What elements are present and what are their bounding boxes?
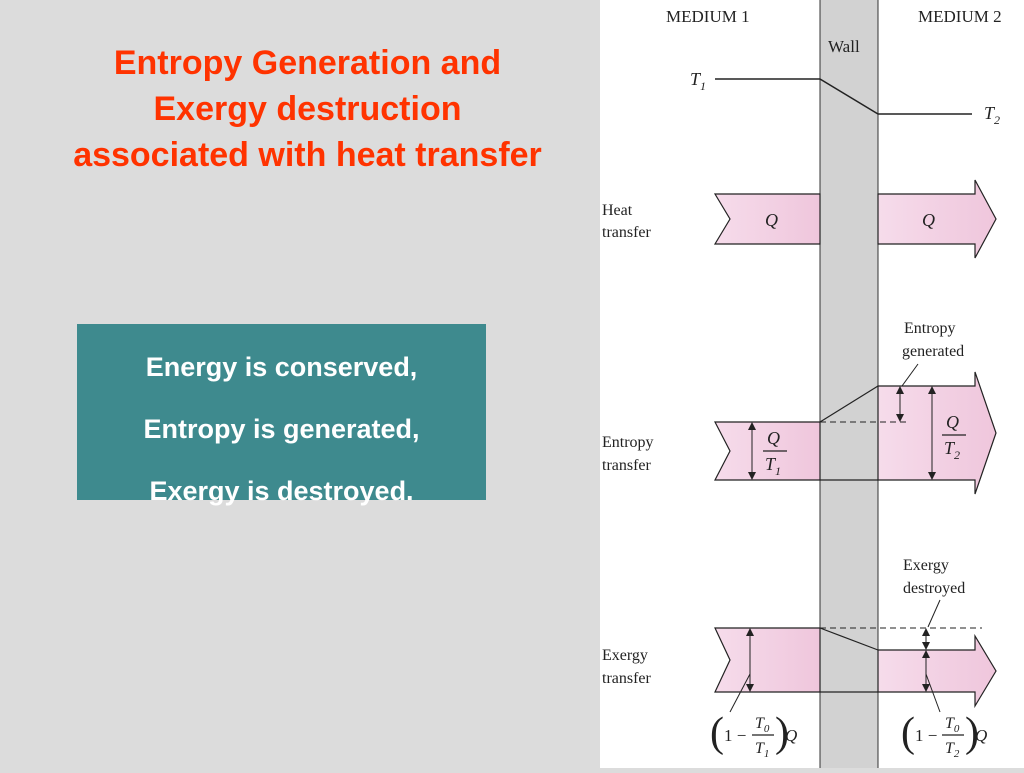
exergy-formula-right: ( 1 − T0 T2 ) Q [901,710,987,760]
formula-left-q: Q [785,726,797,745]
statement-entropy: Entropy is generated, [143,414,420,444]
formula-right-den: T2 [945,740,960,760]
summary-box: Energy is conserved, Entropy is generate… [77,324,486,506]
temperature-profile [715,78,972,115]
diagram-svg: MEDIUM 1 MEDIUM 2 Wall T1 T2 Heat transf… [600,0,1024,768]
entropy-transfer-label-2: transfer [602,457,652,474]
heat-transfer-diagram: MEDIUM 1 MEDIUM 2 Wall T1 T2 Heat transf… [600,0,1024,768]
heat-band-right [877,179,997,259]
exergy-destroyed-leader [927,599,941,628]
statement-energy: Energy is conserved, [145,352,418,382]
exergy-transfer-label-1: Exergy [602,647,648,664]
title-line-1: Entropy Generation and [113,44,502,82]
formula-left-paren-open: ( [710,710,724,756]
heat-transfer-label-1: Heat [602,202,633,219]
entropy-frac-left-den: T1 [765,454,781,478]
heat-transfer-label-2: transfer [602,224,652,241]
formula-left-one: 1 − [724,726,746,745]
medium-1-label: MEDIUM 1 [666,7,750,26]
entropy-band-right [877,371,997,495]
exergy-formula-left: ( 1 − T0 T1 ) Q [710,710,797,760]
title-line-3: associated with heat transfer [73,136,542,174]
entropy-frac-right-num: Q [946,412,959,432]
entropy-generated-label-1: Entropy [904,320,956,337]
exergy-right-leader [925,673,941,713]
formula-right-num: T0 [945,715,960,735]
formula-right-paren-close: ) [965,710,979,756]
formula-left-den: T1 [755,740,769,760]
title-line-2: Exergy destruction [153,90,462,128]
formula-left-paren-close: ) [775,710,789,756]
entropy-frac-left-num: Q [767,428,780,448]
heat-band-left [713,193,821,245]
wall [820,0,878,768]
heat-q-right: Q [922,210,935,230]
medium-2-label: MEDIUM 2 [918,7,1002,26]
formula-right-q: Q [975,726,987,745]
exergy-top-slope [819,627,879,651]
formula-left-num: T0 [755,715,770,735]
heat-q-left: Q [765,210,778,230]
entropy-transfer-label-1: Entropy [602,434,654,451]
exergy-transfer-label-2: transfer [602,670,652,687]
exergy-left-leader [729,673,751,713]
slide-title: Entropy Generation and Exergy destructio… [20,40,595,178]
t1-label: T1 [690,69,706,93]
exergy-destroyed-label-1: Exergy [903,557,949,574]
statement-exergy: Exergy is destroyed. [149,476,414,506]
t2-label: T2 [984,103,1000,127]
formula-right-one: 1 − [915,726,937,745]
exergy-destroyed-label-2: destroyed [903,580,965,597]
entropy-frac-right-den: T2 [944,438,960,462]
entropy-generated-label-2: generated [902,343,964,360]
wall-label: Wall [828,37,860,56]
formula-right-paren-open: ( [901,710,915,756]
entropy-generated-leader [901,363,919,387]
exergy-band-right [877,633,997,709]
exergy-band-left [714,627,821,693]
entropy-top-slope [819,385,879,423]
